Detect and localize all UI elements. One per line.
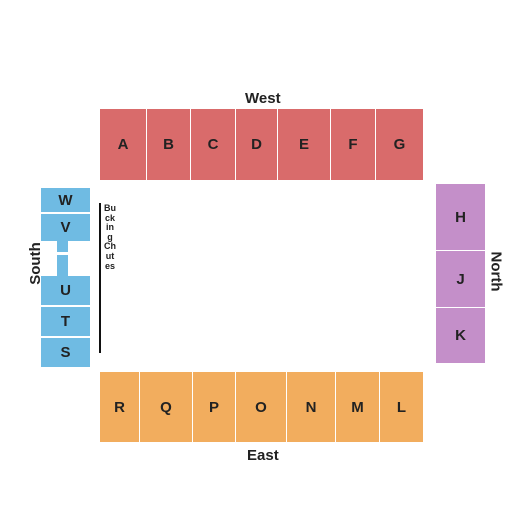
north-label: North bbox=[487, 251, 505, 292]
section-e[interactable]: E bbox=[278, 109, 330, 180]
section-d[interactable]: D bbox=[236, 109, 277, 180]
section-j[interactable]: J bbox=[436, 251, 485, 307]
section-g[interactable]: G bbox=[376, 109, 423, 180]
east-label: East bbox=[247, 447, 279, 464]
bucking-chutes-label: Bucking Chutes bbox=[104, 203, 116, 271]
bucking-chutes-line bbox=[99, 203, 101, 353]
section-w[interactable]: W bbox=[41, 188, 90, 212]
section-s[interactable]: S bbox=[41, 338, 90, 367]
section-f[interactable]: F bbox=[331, 109, 375, 180]
section-m[interactable]: M bbox=[336, 372, 379, 442]
section-u[interactable]: U bbox=[41, 276, 90, 305]
section-k[interactable]: K bbox=[436, 308, 485, 363]
section-h[interactable]: H bbox=[436, 184, 485, 250]
section-v[interactable]: V bbox=[41, 214, 90, 241]
section-r[interactable]: R bbox=[100, 372, 139, 442]
section-q[interactable]: Q bbox=[140, 372, 192, 442]
section-p[interactable]: P bbox=[193, 372, 235, 442]
section-a[interactable]: A bbox=[100, 109, 146, 180]
section-c[interactable]: C bbox=[191, 109, 235, 180]
section-n[interactable]: N bbox=[287, 372, 335, 442]
south-connector-lower bbox=[57, 255, 68, 276]
section-b[interactable]: B bbox=[147, 109, 190, 180]
section-l[interactable]: L bbox=[380, 372, 423, 442]
section-t[interactable]: T bbox=[41, 307, 90, 336]
south-connector bbox=[57, 241, 68, 252]
west-label: West bbox=[245, 90, 281, 107]
section-o[interactable]: O bbox=[236, 372, 286, 442]
